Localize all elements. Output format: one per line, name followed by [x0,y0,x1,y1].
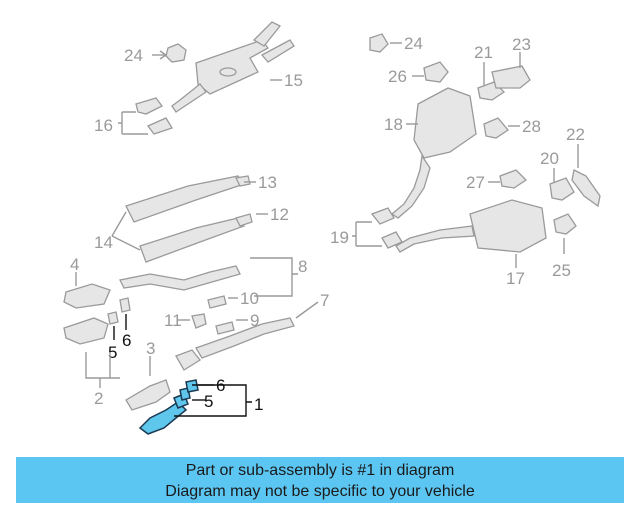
exhaust-parts-diagram: 24 15 16 24 26 21 23 18 28 22 [63,21,601,435]
part-25[interactable] [553,213,577,235]
callout-3: 3 [146,339,155,358]
callout-1: 1 [254,395,263,414]
callout-5a: 5 [108,343,117,362]
part-20[interactable] [549,177,575,201]
callout-10: 10 [240,289,259,308]
callout-23: 23 [512,35,531,54]
callout-22: 22 [566,125,585,144]
part-27[interactable] [499,169,528,189]
gasket-10[interactable] [207,295,227,309]
part-22[interactable] [571,169,601,208]
callout-28: 28 [522,117,541,136]
callout-19: 19 [330,228,349,247]
clamp-16-lower[interactable] [146,117,173,135]
callout-25: 25 [552,261,571,280]
callout-26: 26 [388,67,407,86]
callout-12: 12 [270,205,289,224]
converter-2-upper[interactable] [63,317,109,345]
callout-7: 7 [320,291,329,310]
callout-17: 17 [506,269,525,288]
callout-20: 20 [540,149,559,168]
callout-5b: 5 [204,392,213,411]
converter-4[interactable] [63,283,111,309]
gasket-6-left[interactable] [119,297,131,313]
callout-6b: 6 [216,376,225,395]
callout-13: 13 [258,173,277,192]
callout-24b: 24 [404,34,423,53]
clamp-11[interactable] [191,313,207,329]
part-26[interactable] [423,61,449,83]
callout-27: 27 [466,173,485,192]
callout-2: 2 [94,389,103,408]
callout-21: 21 [474,43,493,62]
center-pipe-13[interactable] [125,175,251,223]
banner-line-1: Part or sub-assembly is #1 in diagram [185,462,455,479]
callout-16: 16 [94,116,113,135]
callout-15: 15 [284,71,303,90]
intermediate-pipe-7[interactable] [195,317,295,359]
callout-24a: 24 [124,46,143,65]
callout-18: 18 [384,115,403,134]
front-muffler-assembly[interactable] [171,21,295,113]
rear-muffler-right-17[interactable] [395,199,547,253]
banner-line-2: Diagram may not be specific to your vehi… [165,483,475,500]
callout-4: 4 [70,255,79,274]
clamp-19-lower[interactable] [381,231,403,249]
converter-3[interactable] [125,349,201,411]
clamp-16-upper[interactable] [135,97,163,115]
callout-14: 14 [94,233,113,252]
gasket-9[interactable] [215,321,235,335]
center-pipe-12[interactable] [139,213,253,263]
intermediate-pipe-8[interactable] [119,265,241,291]
callout-11: 11 [164,311,182,330]
hanger-24-right[interactable] [369,33,389,53]
callout-8: 8 [298,257,307,276]
callout-9: 9 [250,311,259,330]
clamp-19-upper[interactable] [370,207,395,225]
part-23[interactable] [491,65,531,89]
gasket-6-highlight[interactable] [185,379,199,393]
callout-6a: 6 [122,331,131,350]
hanger-24-left[interactable] [165,43,187,63]
part-28[interactable] [483,117,509,139]
gasket-5-left[interactable] [107,311,119,325]
rear-muffler-left-18[interactable] [390,87,477,219]
info-banner: Part or sub-assembly is #1 in diagram Di… [16,457,624,503]
